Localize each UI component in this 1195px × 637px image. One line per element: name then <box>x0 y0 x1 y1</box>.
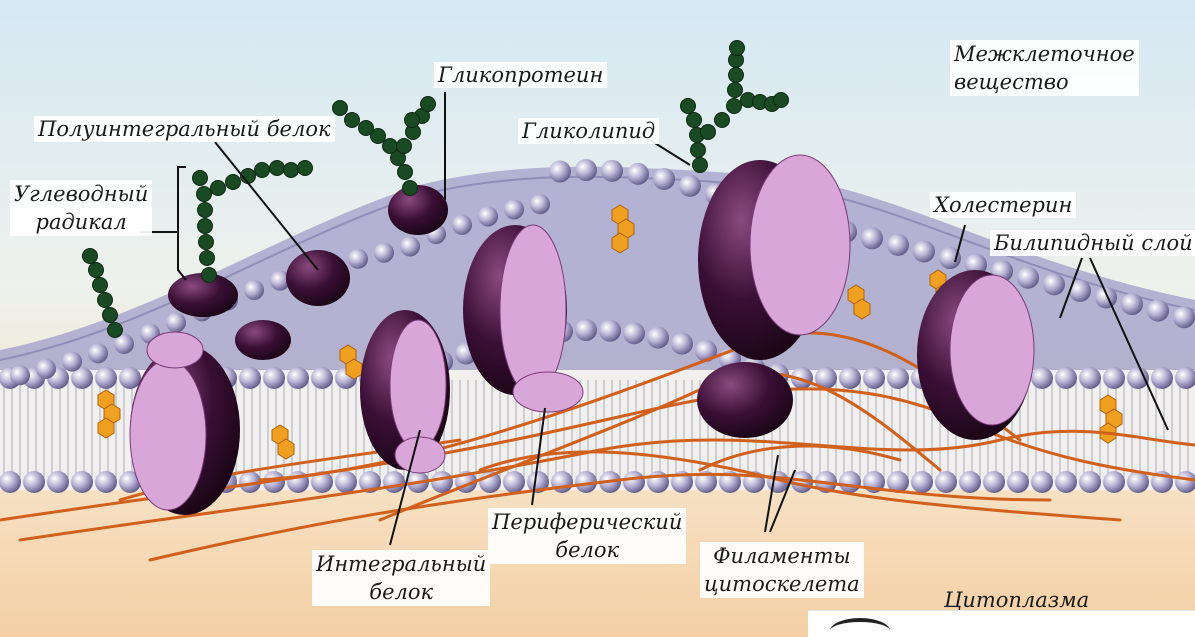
label-glycolipid: Гликолипид <box>518 118 659 144</box>
corner-glyph <box>830 618 890 637</box>
label-filaments-line2: цитоскелета <box>704 570 860 598</box>
label-peripheral-line1: Периферический <box>492 508 682 536</box>
label-intercellular: Межклеточное вещество <box>950 40 1139 96</box>
label-intercellular-line2: вещество <box>954 68 1135 96</box>
label-bilipid-layer: Билипидный слой <box>990 230 1195 256</box>
label-carbohydrate-line1: Углеводный <box>14 180 148 208</box>
label-peripheral-line2: белок <box>492 536 682 564</box>
label-integral-line1: Интегральный <box>316 550 486 578</box>
label-integral-line2: белок <box>316 578 486 606</box>
label-glycoprotein: Гликопротеин <box>434 62 607 88</box>
label-carbohydrate-line2: радикал <box>14 208 148 236</box>
label-filaments-line1: Филаменты <box>704 542 860 570</box>
label-cholesterol: Холестерин <box>930 192 1076 218</box>
label-cytoskeleton-filaments: Филаменты цитоскелета <box>700 542 864 598</box>
label-integral-protein: Интегральный белок <box>312 550 490 606</box>
label-carbohydrate-radical: Углеводный радикал <box>10 180 152 236</box>
label-peripheral-protein: Периферический белок <box>488 508 686 564</box>
label-semi-integral-protein: Полуинтегральный белок <box>34 116 335 142</box>
label-intercellular-line1: Межклеточное <box>954 40 1135 68</box>
